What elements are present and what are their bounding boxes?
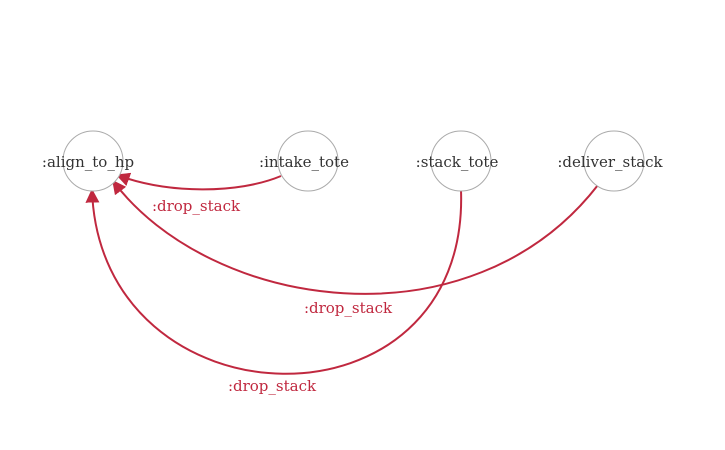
node-label: :deliver_stack bbox=[557, 153, 663, 171]
node-label: :align_to_hp bbox=[42, 153, 134, 171]
node-align-to-hp[interactable]: :align_to_hp bbox=[42, 130, 134, 192]
node-circle bbox=[62, 130, 124, 192]
edge-stack-to-align[interactable] bbox=[85, 188, 463, 375]
nodes: :align_to_hp :intake_tote :stack_tote :d… bbox=[42, 130, 664, 192]
edges: :drop_stack :drop_stack :drop_stack bbox=[85, 172, 599, 395]
edge-label-stack-to-align: :drop_stack bbox=[228, 377, 317, 395]
node-intake-tote[interactable]: :intake_tote bbox=[259, 130, 349, 192]
node-deliver-stack[interactable]: :deliver_stack bbox=[557, 130, 664, 192]
node-label: :intake_tote bbox=[259, 153, 349, 171]
node-stack-tote[interactable]: :stack_tote bbox=[416, 130, 499, 192]
edge-label-deliver-to-align: :drop_stack bbox=[304, 299, 393, 317]
node-circle bbox=[430, 130, 492, 192]
edge-intake-to-align[interactable] bbox=[115, 172, 282, 191]
edge-label-intake-to-align: :drop_stack bbox=[152, 197, 241, 215]
edge-deliver-to-align[interactable] bbox=[112, 179, 599, 295]
node-circle bbox=[583, 130, 645, 192]
node-circle bbox=[277, 130, 339, 192]
node-label: :stack_tote bbox=[416, 153, 499, 171]
